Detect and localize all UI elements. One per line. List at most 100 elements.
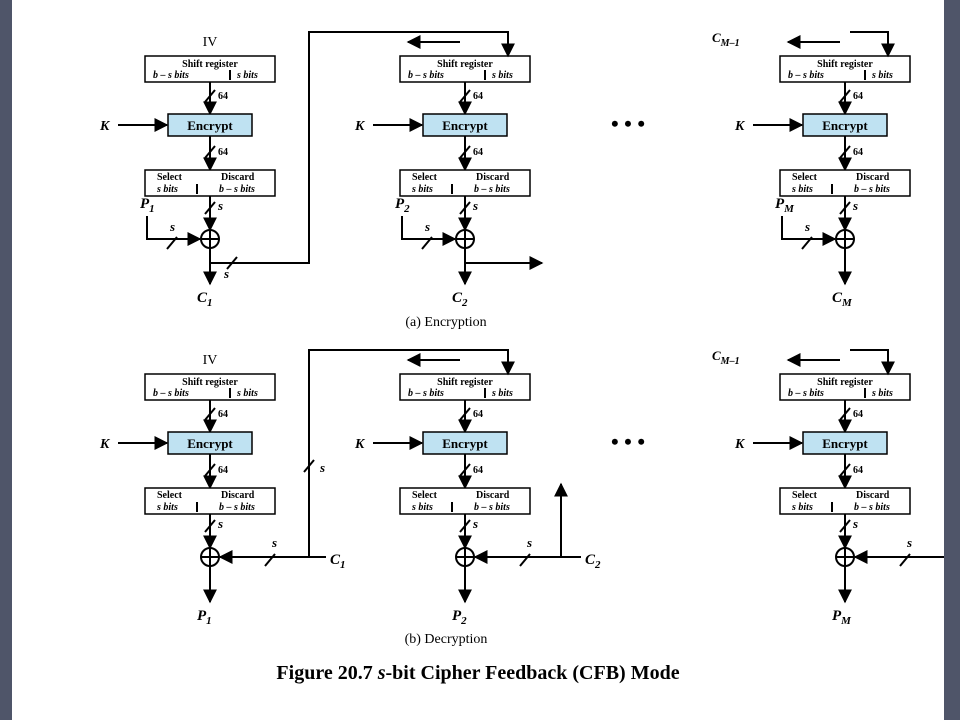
bus-width-tick [459, 201, 471, 215]
key-label: K [734, 119, 746, 134]
discard-label: Discard [476, 490, 510, 501]
bus-width-s: s [271, 535, 277, 550]
feedback-cm1-label: CM–1 [712, 30, 740, 49]
bus-width-tick [519, 553, 531, 567]
discard-label: Discard [221, 172, 255, 183]
encrypt-label: Encrypt [822, 118, 868, 133]
shift-register-box [144, 373, 276, 401]
key-label: K [99, 437, 111, 452]
shift-register-left-field: b – s bits [408, 388, 444, 399]
ciphertext-label: C2 [585, 552, 601, 571]
iv-label: IV [203, 35, 218, 50]
select-label: Select [792, 172, 818, 183]
feedback-line-cm1 [850, 31, 895, 58]
bus-width-s: s [472, 516, 478, 531]
bus-width-tick [204, 201, 216, 215]
plaintext-label: P1 [140, 196, 155, 215]
discard-label: Discard [221, 490, 255, 501]
bus-width-tick [204, 463, 216, 477]
key-label: K [99, 119, 111, 134]
feedback-line-c1 [308, 349, 515, 557]
bus-width-64: 64 [218, 409, 228, 420]
select-discard-box [399, 169, 531, 197]
bus-width-tick [839, 145, 851, 159]
bus-width-tick [204, 407, 216, 421]
bus-width-tick [801, 236, 813, 250]
select-label: Select [412, 490, 438, 501]
bus-width-tick [421, 236, 433, 250]
shift-register-right-field: s bits [236, 70, 258, 81]
bus-width-tick [899, 553, 911, 567]
discard-field: b – s bits [854, 184, 890, 195]
bus-width-s: s [804, 219, 810, 234]
section-label-decryption: (b) Decryption [405, 632, 488, 647]
iv-label: IV [203, 353, 218, 368]
caption-title: -bit Cipher Feedback (CFB) Mode [385, 662, 680, 684]
bus-width-64: 64 [218, 91, 228, 102]
ciphertext-label: CM [832, 290, 853, 309]
plaintext-label: PM [775, 196, 795, 215]
bus-width-s: s [217, 516, 223, 531]
discard-label: Discard [476, 172, 510, 183]
plaintext-arrow [401, 216, 457, 246]
select-field: s bits [791, 502, 813, 513]
bus-width-64: 64 [218, 147, 228, 158]
ellipsis-dots: • • • [611, 111, 645, 136]
shift-register-label: Shift register [817, 377, 873, 388]
bus-width-64: 64 [853, 409, 863, 420]
bus-width-tick [839, 407, 851, 421]
ciphertext-label: C1 [197, 290, 213, 309]
bus-width-tick [303, 459, 315, 473]
select-label: Select [157, 172, 183, 183]
plaintext-label: P2 [395, 196, 410, 215]
bus-width-64: 64 [853, 147, 863, 158]
shift-register-box [399, 373, 531, 401]
shift-register-label: Shift register [437, 377, 493, 388]
bus-width-64: 64 [853, 91, 863, 102]
bus-width-s: s [169, 219, 175, 234]
bus-width-s: s [526, 535, 532, 550]
discard-field: b – s bits [219, 502, 255, 513]
shift-register-left-field: b – s bits [153, 388, 189, 399]
bus-width-64: 64 [473, 465, 483, 476]
ellipsis-dots: • • • [611, 429, 645, 454]
bus-width-tick [459, 89, 471, 103]
bus-width-tick [226, 256, 238, 270]
select-discard-box [399, 487, 531, 515]
bus-width-tick [459, 463, 471, 477]
bus-width-tick [204, 519, 216, 533]
figure-number: Figure 20.7 [276, 662, 373, 684]
shift-register-left-field: b – s bits [153, 70, 189, 81]
ciphertext-label: C1 [330, 552, 346, 571]
shift-register-box [144, 55, 276, 83]
shift-register-box [399, 55, 531, 83]
feedback-cm1-label: CM–1 [712, 348, 740, 367]
discard-label: Discard [856, 490, 890, 501]
plaintext-label: P1 [197, 608, 212, 627]
bus-width-tick [264, 553, 276, 567]
bus-width-s: s [223, 266, 229, 281]
shift-register-left-field: b – s bits [788, 70, 824, 81]
select-field: s bits [791, 184, 813, 195]
bus-width-s: s [424, 219, 430, 234]
plaintext-arrow [146, 216, 202, 246]
encrypt-label: Encrypt [442, 118, 488, 133]
shift-register-right-field: s bits [871, 388, 893, 399]
shift-register-right-field: s bits [871, 70, 893, 81]
shift-register-right-field: s bits [491, 388, 513, 399]
shift-register-left-field: b – s bits [408, 70, 444, 81]
bus-width-tick [459, 145, 471, 159]
shift-register-left-field: b – s bits [788, 388, 824, 399]
bus-width-64: 64 [473, 147, 483, 158]
key-label: K [354, 437, 366, 452]
bus-width-tick [459, 407, 471, 421]
select-label: Select [792, 490, 818, 501]
bus-width-tick [839, 201, 851, 215]
discard-field: b – s bits [474, 184, 510, 195]
encrypt-label: Encrypt [822, 436, 868, 451]
discard-label: Discard [856, 172, 890, 183]
shift-register-label: Shift register [182, 377, 238, 388]
select-label: Select [157, 490, 183, 501]
